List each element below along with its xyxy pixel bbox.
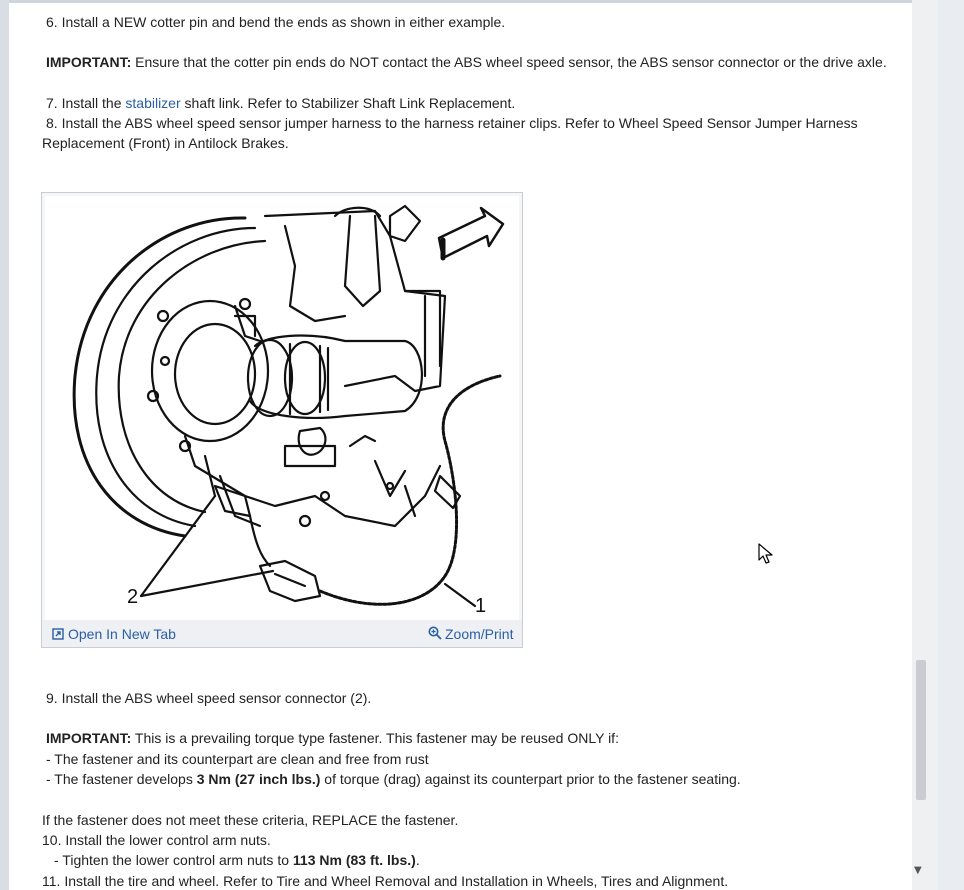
- step-10-substep-start: - Tighten the lower control arm nuts to: [54, 852, 293, 868]
- condition-2: - The fastener develops 3 Nm (27 inch lb…: [46, 769, 741, 789]
- stabilizer-link[interactable]: stabilizer: [125, 95, 181, 111]
- torque-value: 3 Nm (27 inch lbs.): [196, 771, 321, 787]
- magnifier-icon: [428, 626, 442, 640]
- step-9: 9. Install the ABS wheel speed sensor co…: [46, 690, 372, 706]
- zoom-print-link[interactable]: Zoom/Print: [428, 626, 513, 642]
- step-11-partial: 11. Install the tire and wheel. Refer to…: [42, 873, 729, 889]
- step-7-text-start: 7. Install the: [46, 95, 126, 111]
- document-content: 6. Install a NEW cotter pin and bend the…: [9, 0, 938, 890]
- brake-assembly-illustration: 2 1: [45, 196, 519, 620]
- step-10: 10. Install the lower control arm nuts.: [42, 832, 271, 848]
- scroll-down-arrow-icon[interactable]: ▼: [914, 865, 922, 876]
- mouse-pointer-icon: [758, 543, 773, 564]
- top-border: [9, 0, 938, 3]
- condition-2-end: of torque (drag) against its counterpart…: [320, 771, 741, 787]
- condition-1: - The fastener and its counterpart are c…: [46, 751, 429, 767]
- step-10-substep-end: .: [415, 852, 420, 868]
- zoom-print-label: Zoom/Print: [445, 626, 514, 642]
- condition-2-start: - The fastener develops: [46, 771, 197, 787]
- vertical-scrollbar[interactable]: ▼: [912, 0, 938, 890]
- callout-2: 2: [127, 586, 138, 608]
- figure-toolbar: Open In New Tab Zoom/Print: [42, 620, 522, 647]
- important-label: IMPORTANT:: [46, 54, 132, 70]
- important-text-2: This is a prevailing torque type fastene…: [131, 730, 619, 746]
- important-label-2: IMPORTANT:: [46, 730, 132, 746]
- step-6: 6. Install a NEW cotter pin and bend the…: [46, 14, 506, 30]
- replace-note: If the fastener does not meet these crit…: [42, 812, 459, 828]
- step-8-line-2: Replacement (Front) in Antilock Brakes.: [42, 135, 289, 151]
- open-tab-icon: [52, 628, 64, 640]
- important-note-2: IMPORTANT: This is a prevailing torque t…: [46, 728, 619, 748]
- step-10-substep: - Tighten the lower control arm nuts to …: [54, 850, 420, 870]
- step-7-text-end: shaft link. Refer to Stabilizer Shaft Li…: [180, 95, 516, 111]
- illustration-svg: 2 1: [72, 204, 505, 617]
- callout-1: 1: [475, 595, 486, 617]
- figure-container: 2 1 Open In New Tab Zoom/Print: [41, 192, 523, 648]
- step-7: 7. Install the stabilizer shaft link. Re…: [46, 93, 515, 113]
- lower-arm-torque: 113 Nm (83 ft. lbs.): [292, 852, 416, 868]
- open-in-new-tab-label: Open In New Tab: [68, 626, 176, 642]
- important-text: Ensure that the cotter pin ends do NOT c…: [131, 54, 887, 70]
- left-margin: [0, 0, 9, 890]
- open-in-new-tab-link[interactable]: Open In New Tab: [52, 626, 176, 642]
- step-8-line-1: 8. Install the ABS wheel speed sensor ju…: [46, 115, 858, 131]
- scrollbar-thumb[interactable]: [916, 660, 926, 800]
- important-note-1: IMPORTANT: Ensure that the cotter pin en…: [46, 52, 887, 72]
